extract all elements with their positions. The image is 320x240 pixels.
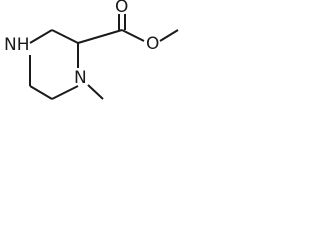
atom-label-n-methyl: N: [74, 68, 87, 88]
bond-c3-c2: [51, 29, 79, 44]
bond-c6-c5: [29, 85, 53, 100]
atom-label-carbonyl-oxygen: O: [115, 0, 128, 17]
bond-nh-c3: [29, 29, 53, 44]
bond-c2-carbonyl-c: [77, 29, 123, 44]
bond-carbonyl-c-ester-o: [121, 29, 145, 42]
atom-label-ester-oxygen: O: [146, 34, 159, 54]
bond-n1-c6: [51, 85, 79, 100]
bond-n1-methyl: [87, 84, 104, 100]
atom-label-nh: NH: [4, 35, 30, 55]
bond-ester-o-methyl: [159, 29, 179, 42]
structure-diagram: NH N O O: [4, 0, 179, 100]
